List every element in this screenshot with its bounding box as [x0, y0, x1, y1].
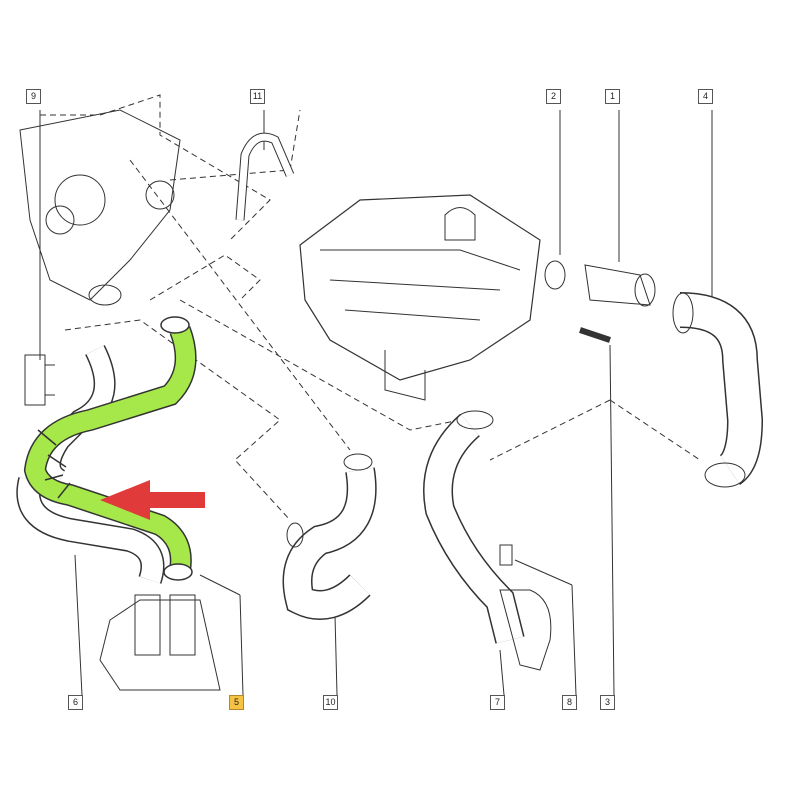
- callout-3: 3: [600, 695, 615, 710]
- callout-4: 4: [698, 89, 713, 104]
- callout-9: 9: [26, 89, 41, 104]
- callout-1: 1: [605, 89, 620, 104]
- callout-11: 11: [250, 89, 265, 104]
- callout-5-highlighted: 5: [229, 695, 244, 710]
- callout-2: 2: [546, 89, 561, 104]
- callout-10: 10: [323, 695, 338, 710]
- callout-8: 8: [562, 695, 577, 710]
- red-arrow-icon: [100, 480, 205, 520]
- highlighted-hose-5: [23, 316, 197, 581]
- callout-6: 6: [68, 695, 83, 710]
- callout-7: 7: [490, 695, 505, 710]
